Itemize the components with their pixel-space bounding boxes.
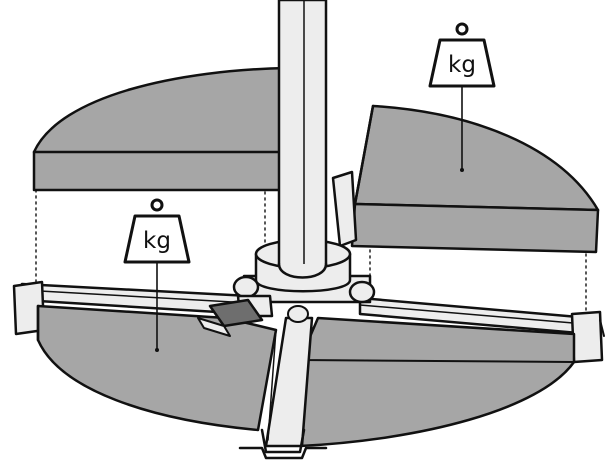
weight-left-handle-icon [150, 198, 164, 212]
slab-front-left [36, 304, 278, 432]
weight-right-label: kg [448, 52, 476, 78]
weight-left-body-icon [123, 214, 191, 264]
base-rail-horizontal [12, 280, 605, 364]
base-rail-back [331, 170, 358, 248]
slab-back-right [350, 104, 600, 254]
weight-right-body-icon [428, 38, 496, 88]
slab-front-right [298, 316, 576, 448]
weight-symbol-left: kg [123, 198, 191, 352]
slab-back-left [32, 66, 289, 192]
release-pedal [197, 294, 274, 337]
weight-left-label: kg [143, 228, 171, 254]
weight-right-handle-icon [455, 22, 469, 36]
umbrella-pole [277, 0, 328, 279]
weight-symbol-right: kg [428, 22, 496, 172]
